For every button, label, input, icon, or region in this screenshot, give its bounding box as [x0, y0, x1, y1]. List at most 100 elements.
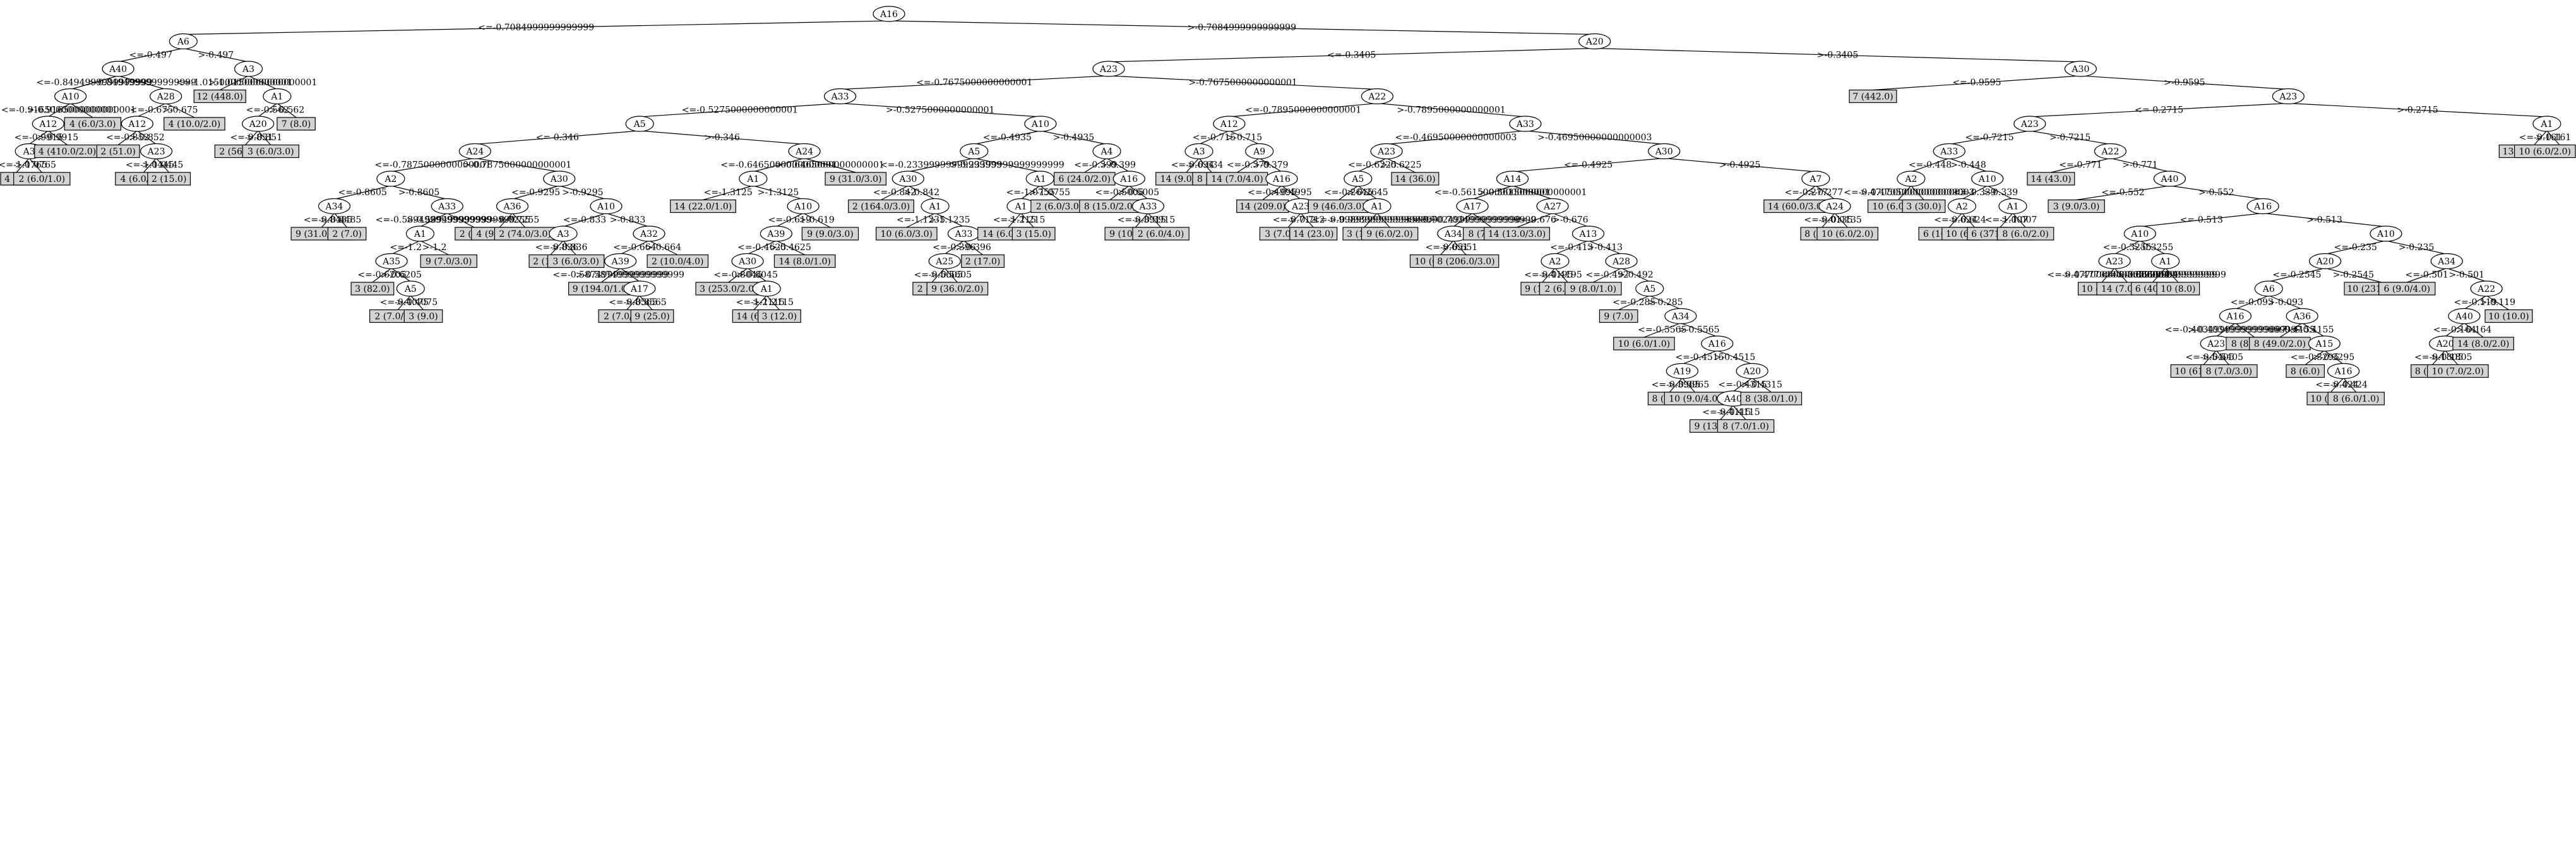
split-node: A25 [928, 253, 961, 270]
split-attribute-label: A40 [2160, 174, 2178, 184]
leaf-node: 8 (6.0/2.0) [1996, 227, 2054, 241]
split-node: A23 [2013, 116, 2046, 132]
edge-condition-label: >-0.9595 [2164, 78, 2205, 88]
edge-condition-label: >-0.619 [799, 215, 835, 225]
tree-edge [776, 240, 805, 256]
edge-condition-label: <=-0.4155 [2267, 325, 2315, 335]
split-attribute-label: A39 [611, 257, 629, 267]
split-node: A23 [2272, 88, 2305, 105]
split-attribute-label: A13 [1579, 229, 1597, 239]
edge-condition-label: <=-0.448 [1909, 160, 1952, 170]
edge-condition-label: <=-0.7875000000000001 [375, 160, 491, 170]
edge-condition-label: <=-0.2645 [1324, 188, 1373, 198]
edge-condition-label: >-1.2115 [753, 297, 794, 308]
edge-condition-label: >-0.47050000000000003 [1860, 188, 1974, 198]
split-attribute-label: A2 [1548, 257, 1561, 267]
leaf-class-label: 8 (6.0/2.0) [2002, 229, 2049, 239]
edge-condition-label: >-0.285 [1647, 297, 1683, 308]
split-node: A20 [1736, 363, 1768, 380]
tree-edge [1732, 405, 1746, 420]
edge-condition-label: <=-0.3915 [1118, 215, 1166, 225]
leaf-class-label: 9 (25.0) [635, 312, 669, 322]
edge-condition-label: >-0.23399999999999999 [950, 160, 1064, 170]
tree-edge [648, 240, 678, 256]
split-node: A30 [731, 253, 764, 270]
leaf-class-label: 9 (7.0/3.0) [426, 257, 472, 267]
leaf-node: 10 (7.0/2.0) [2427, 364, 2489, 378]
edge-condition-label: <=-1.007 [1985, 215, 2028, 225]
edge-condition-label: >-0.852 [129, 133, 165, 143]
edge-condition-label: <=-0.3965 [1652, 380, 1700, 390]
edge-condition-label: <=-0.6225 [1348, 160, 1397, 170]
edge-condition-label: >-0.3255 [2132, 243, 2173, 253]
edge-condition-label: <=-0.8659999999999999 [2101, 270, 2217, 280]
tree-edge [728, 268, 748, 283]
leaf-node: 8 (38.0/1.0) [1740, 392, 1803, 405]
tree-edge [70, 75, 119, 90]
split-attribute-label: A24 [795, 147, 813, 157]
tree-edge [446, 212, 475, 228]
leaf-class-label: 10 (9.0/4.0) [1669, 394, 1720, 404]
tree-edge [802, 212, 831, 228]
split-attribute-label: A33 [831, 92, 849, 102]
tree-edge [1472, 185, 1513, 200]
tree-edge [2203, 350, 2217, 365]
leaf-node: 3 (9.0/3.0) [2048, 199, 2105, 213]
tree-edge [137, 102, 166, 117]
tree-edge [840, 75, 1109, 90]
tree-edge [2269, 295, 2303, 310]
tree-edge [2101, 268, 2115, 283]
edge-condition-label: >-0.0135 [1820, 215, 1861, 225]
tree-edge [2110, 157, 2170, 172]
leaf-node: 10 (6.0/3.0) [875, 227, 938, 241]
tree-edge [639, 295, 653, 310]
edge-condition-label: <=-0.712 [1273, 215, 1316, 225]
tree-edge [2279, 322, 2303, 338]
split-attribute-label: A20 [1585, 37, 1604, 47]
edge-condition-label: <=-0.339 [1953, 188, 1996, 198]
edge-condition-label: <=-0.3295 [2291, 352, 2339, 363]
split-node: A2 [1947, 198, 1977, 215]
split-attribute-label: A1 [2540, 119, 2553, 129]
leaf-node: 8 (7.0/1.0) [1717, 419, 1775, 433]
edge-condition-label: >-0.675 [162, 105, 198, 115]
split-attribute-label: A34 [1444, 229, 1462, 239]
edge-condition-label: <=-0.9165000000000001 [1, 105, 117, 115]
leaf-node: 3 (30.0) [1902, 199, 1946, 213]
leaf-class-label: 8 (206.0/3.0) [1437, 257, 1494, 267]
tree-edge [550, 240, 564, 255]
edge-condition-label: <=-0.5565 [1638, 325, 1686, 335]
split-attribute-label: A30 [898, 174, 917, 184]
leaf-class-label: 2 (51.0) [100, 147, 135, 157]
tree-edge [1040, 130, 1107, 145]
split-node: A1 [263, 88, 292, 105]
tree-edge [1732, 378, 1753, 392]
leaf-node: 9 (25.0) [630, 309, 674, 323]
leaf-class-label: 10 (6.0/3.0) [881, 229, 933, 239]
edge-condition-label: >-0.9165000000000001 [27, 105, 136, 115]
edge-condition-label: >-0.396 [955, 243, 991, 253]
edge-condition-label: <=-0.6465000000000001 [720, 160, 837, 170]
split-node: A34 [2430, 253, 2463, 270]
split-attribute-label: A35 [382, 257, 400, 267]
edge-condition-label: >-0.5894999999999999 [406, 215, 515, 225]
leaf-class-label: 9 (6.0/2.0) [1366, 229, 1413, 239]
tree-edge [397, 295, 411, 310]
leaf-class-label: 9 (9.0/3.0) [807, 229, 854, 239]
leaf-node: 9 (36.0/2.0) [926, 282, 989, 296]
tree-edge [1135, 213, 1148, 228]
tree-edge [1108, 47, 1595, 63]
tree-edge [601, 268, 621, 283]
tree-edge [931, 268, 945, 283]
leaf-node: 8 (7.0/3.0) [2200, 364, 2258, 378]
edge-condition-label: >-0.47700000000000004 [2064, 270, 2178, 280]
edge-condition-label: <=-0.8485 [304, 215, 352, 225]
tree-edge [1987, 185, 2013, 200]
split-node: A15 [2308, 335, 2341, 352]
split-attribute-label: A40 [2455, 312, 2473, 322]
edge-condition-label: <=-0.3405 [1327, 50, 1376, 60]
tree-edge [1339, 185, 1359, 200]
edge-condition-label: >-0.8565 [625, 297, 666, 308]
tree-edge [499, 213, 513, 228]
split-attribute-label: A17 [630, 284, 648, 294]
